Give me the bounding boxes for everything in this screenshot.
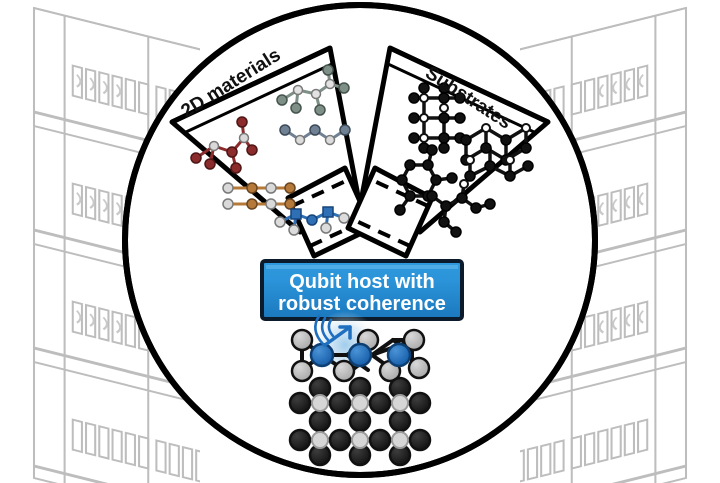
main-circle-outline xyxy=(122,2,598,478)
qubit-atom xyxy=(347,342,373,368)
banner-line-2: robust coherence xyxy=(278,293,446,315)
left-funnel-rim xyxy=(185,62,333,134)
right-funnel-dash-bottom xyxy=(353,218,411,248)
right-funnel-dash-top xyxy=(371,178,429,208)
qubit-atom xyxy=(309,342,335,368)
qubit-host-banner: Qubit host with robust coherence xyxy=(260,259,464,321)
lattice-top-layer xyxy=(290,328,431,383)
right-funnel: Substrates xyxy=(345,45,551,259)
qubit-atom xyxy=(386,342,412,368)
qubit-host-lattice xyxy=(288,311,432,467)
spin-arrow-icon xyxy=(314,314,352,347)
left-funnel-dash-top xyxy=(291,178,349,208)
left-funnel: 2D materials xyxy=(169,45,375,259)
left-funnel-molecules xyxy=(190,64,351,236)
coherence-waves xyxy=(314,314,335,346)
right-funnel-molecules xyxy=(394,82,534,238)
banner-highlight xyxy=(266,265,458,269)
right-funnel-neck xyxy=(345,165,435,259)
banner-line-1: Qubit host with xyxy=(289,271,435,293)
lattice-bottom-layer xyxy=(288,376,432,467)
